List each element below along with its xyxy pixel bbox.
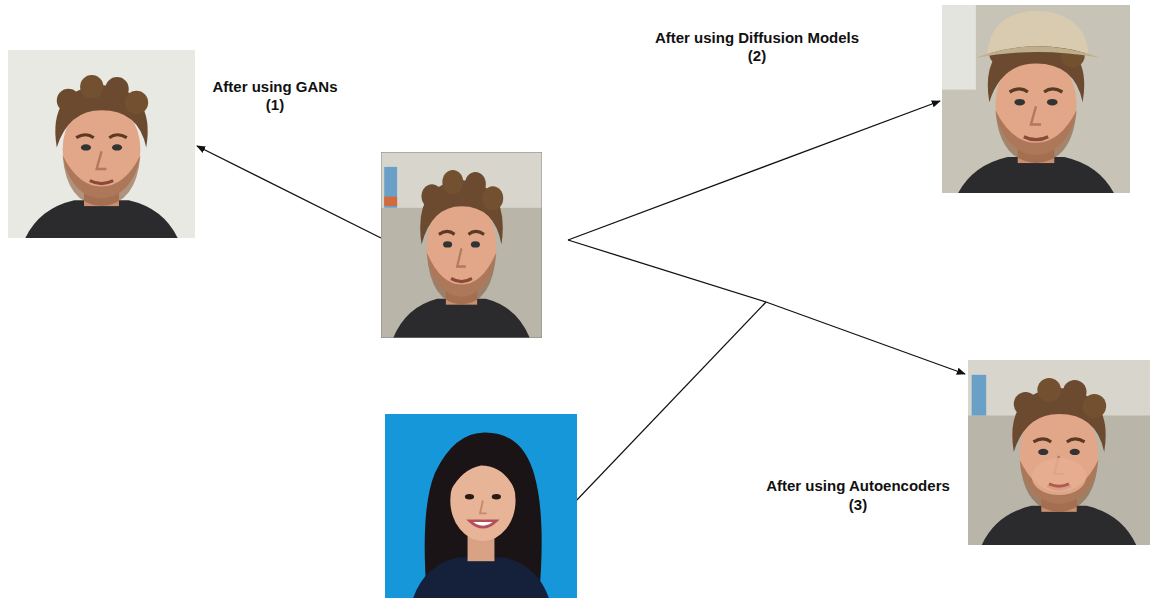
photo [968,360,1150,560]
face-figure [20,75,183,253]
face-figure [412,432,550,598]
merge-line [568,240,766,302]
hat-brim [976,46,1100,57]
photo [381,152,542,353]
arrow [766,302,965,374]
window [942,5,976,90]
poster [384,197,397,206]
mouth [1049,484,1069,486]
arrow [568,101,940,240]
poster [384,167,397,208]
photo [942,5,1130,212]
photo [8,50,195,253]
face-figure [951,27,1122,212]
face-figure [976,378,1141,560]
arrow [197,146,381,238]
callout-number: (3) [849,496,867,514]
arrow-label: After using Autoencoders [766,477,950,495]
photo [385,414,577,598]
arrow-label: After using GANs [212,78,337,96]
face-figure [388,170,534,353]
photo-border [381,152,542,338]
callout-number: (2) [748,47,766,65]
arrow-label: After using Diffusion Models [655,29,859,47]
smooth-skin [1032,458,1087,495]
merge-line [553,302,766,525]
callout-number: (1) [266,96,284,114]
poster [972,375,987,416]
